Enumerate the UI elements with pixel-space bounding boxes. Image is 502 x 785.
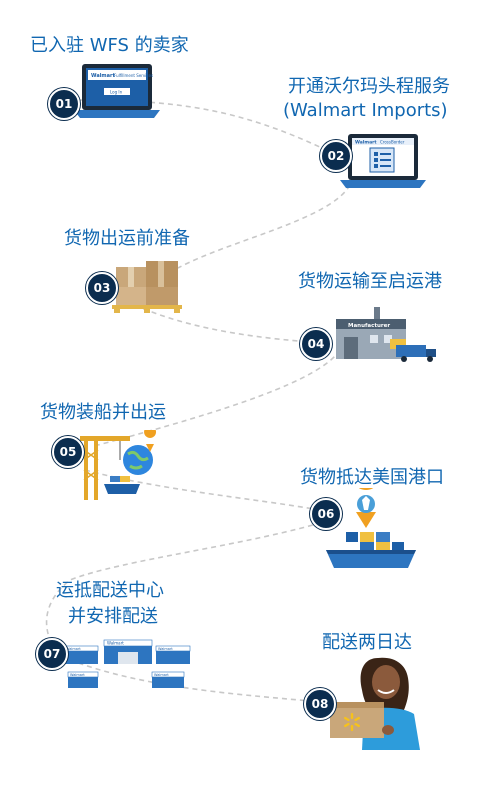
woman-holding-package-icon	[330, 657, 420, 750]
fc-building-4: Walmart	[67, 671, 99, 688]
step-02-title-line2: (Walmart Imports)	[283, 100, 448, 121]
step-04-title: 货物运输至启运港	[298, 271, 442, 292]
laptop-icon: Walmart Fulfillment Services Log In	[74, 64, 160, 118]
step-06-badge: 06	[310, 498, 342, 530]
step-05-badge: 05	[52, 436, 84, 468]
laptop2-brand-text: Walmart	[355, 140, 377, 146]
step-06-title: 货物抵达美国港口	[300, 467, 444, 488]
step-07-badge: 07	[36, 638, 68, 670]
step-08-badge: 08	[304, 688, 336, 720]
fc-building-3: Walmart	[155, 645, 191, 664]
svg-text:Walmart: Walmart	[66, 647, 81, 651]
step-02-title-line1: 开通沃尔玛头程服务	[288, 76, 450, 97]
step-03-badge: 03	[86, 272, 118, 304]
step-04-badge: 04	[300, 328, 332, 360]
boxes-on-pallet-icon	[112, 261, 182, 313]
fc-building-2: Walmart	[103, 639, 153, 664]
svg-text:Walmart: Walmart	[70, 673, 85, 677]
factory-truck-icon: Manufacturer	[336, 307, 436, 362]
step-05-title: 货物装船并出运	[40, 402, 166, 423]
statue-of-liberty-cargo-ship-icon	[326, 488, 416, 568]
step-03-title: 货物出运前准备	[64, 228, 190, 249]
svg-text:Walmart: Walmart	[158, 647, 173, 651]
fc-building-5: Walmart	[151, 671, 185, 688]
walmart-spark-icon	[343, 713, 361, 731]
laptop-brand-text: Walmart	[91, 73, 115, 79]
laptop-sub-text: Fulfillment Services	[114, 73, 153, 78]
laptop-login-text: Log In	[110, 90, 123, 95]
svg-text:Walmart: Walmart	[154, 673, 169, 677]
crane-globe-ship-icon	[80, 430, 157, 500]
step-07-title-line2: 并安排配送	[68, 606, 158, 627]
step-02-badge: 02	[320, 140, 352, 172]
factory-label: Manufacturer	[348, 323, 390, 329]
step-07-title-line1: 运抵配送中心	[56, 580, 164, 601]
fc-building-1: Walmart	[63, 645, 99, 664]
laptop2-sub-text: CrossBorder	[380, 140, 405, 145]
step-08-title: 配送两日达	[322, 632, 412, 653]
fulfillment-centers-icon: Walmart Walmart Walmart Walmart Walmart	[63, 639, 191, 688]
step-01-badge: 01	[48, 88, 80, 120]
svg-text:Walmart: Walmart	[107, 641, 124, 646]
laptop-checklist-icon: Walmart CrossBorder	[340, 134, 426, 188]
step-01-title: 已入驻 WFS 的卖家	[30, 35, 189, 56]
